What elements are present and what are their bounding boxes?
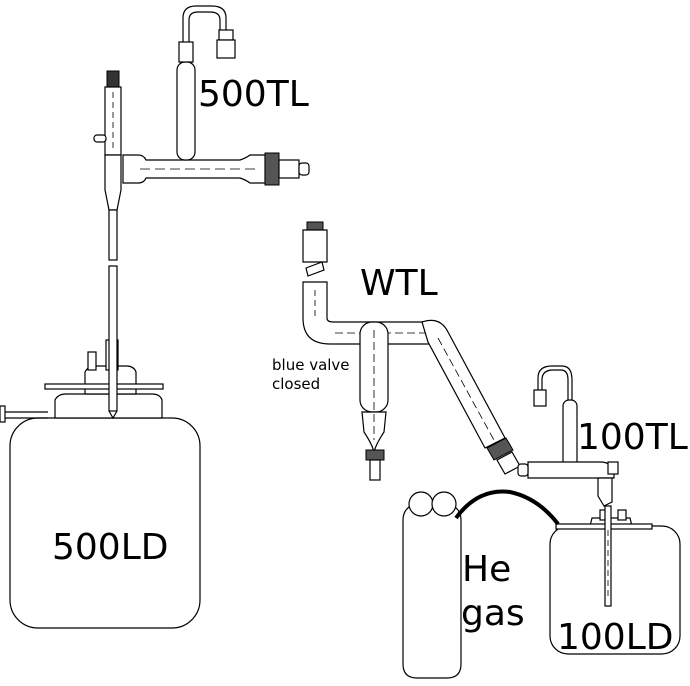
transfer-line-wtl — [302, 221, 521, 481]
tl500-riser — [176, 61, 196, 161]
he-regulator-gauge-left — [408, 491, 434, 517]
tl500-stinger-lower — [108, 265, 118, 412]
wtl-down-leg-nut — [365, 449, 385, 461]
he-gas-cylinder — [402, 489, 560, 679]
tl500-hose-fitting — [218, 29, 234, 41]
dewar-100ld — [549, 505, 681, 655]
label-500ld: 500LD — [52, 527, 169, 568]
tl500-lower-housing — [104, 154, 122, 211]
dewar-500ld-side-valve — [0, 405, 6, 423]
label-100ld: 100LD — [557, 617, 674, 658]
tl500-end-cap — [298, 162, 310, 176]
tl500-stinger-upper — [108, 209, 118, 261]
label-he: He — [462, 549, 512, 590]
wtl-angled-nut — [486, 437, 514, 461]
tl500-knurled-nut — [264, 152, 280, 186]
wtl-down-leg-tip — [369, 459, 381, 481]
label-blue-valve-line1: blue valve — [272, 356, 350, 374]
tl500-end-fitting — [278, 159, 300, 179]
dewar-100ld-port-right — [617, 509, 627, 521]
dewar-500ld-body — [9, 417, 201, 629]
transfer-line-100tl — [517, 365, 619, 507]
tl500-riser-fitting — [178, 41, 194, 63]
wtl-top-housing — [302, 229, 328, 263]
he-regulator-gauge-right — [431, 491, 457, 517]
tl500-side-valve — [93, 134, 107, 143]
he-gas-hose — [454, 489, 560, 526]
wtl-break-mark — [305, 261, 325, 277]
label-blue-valve: blue valve closed — [272, 356, 350, 394]
wtl-top-nut — [306, 221, 324, 231]
dewar-100ld-flange — [555, 523, 653, 530]
tl500-flex-hose — [182, 5, 227, 42]
tl100-end-cap — [517, 463, 529, 477]
tl100-flex-hose — [537, 365, 573, 400]
label-500tl: 500TL — [198, 74, 309, 115]
dewar-500ld — [0, 339, 201, 629]
tl500-top-knob — [106, 70, 120, 88]
label-100tl: 100TL — [577, 417, 688, 458]
tl500-hose-nut — [216, 39, 236, 59]
label-blue-valve-line2: closed — [272, 374, 321, 393]
tl100-elbow — [597, 477, 613, 507]
label-gas: gas — [461, 593, 525, 634]
dewar-500ld-flange — [44, 383, 164, 390]
tl100-hose-fitting — [533, 389, 547, 407]
dewar-500ld-vent-port — [87, 351, 97, 371]
tl100-riser — [562, 399, 578, 471]
he-cylinder-body — [402, 503, 462, 679]
tl100-side-valve — [607, 461, 619, 475]
tl100-horizontal-body — [527, 461, 615, 479]
transfer-line-500tl — [93, 5, 310, 420]
label-wtl: WTL — [360, 263, 438, 304]
